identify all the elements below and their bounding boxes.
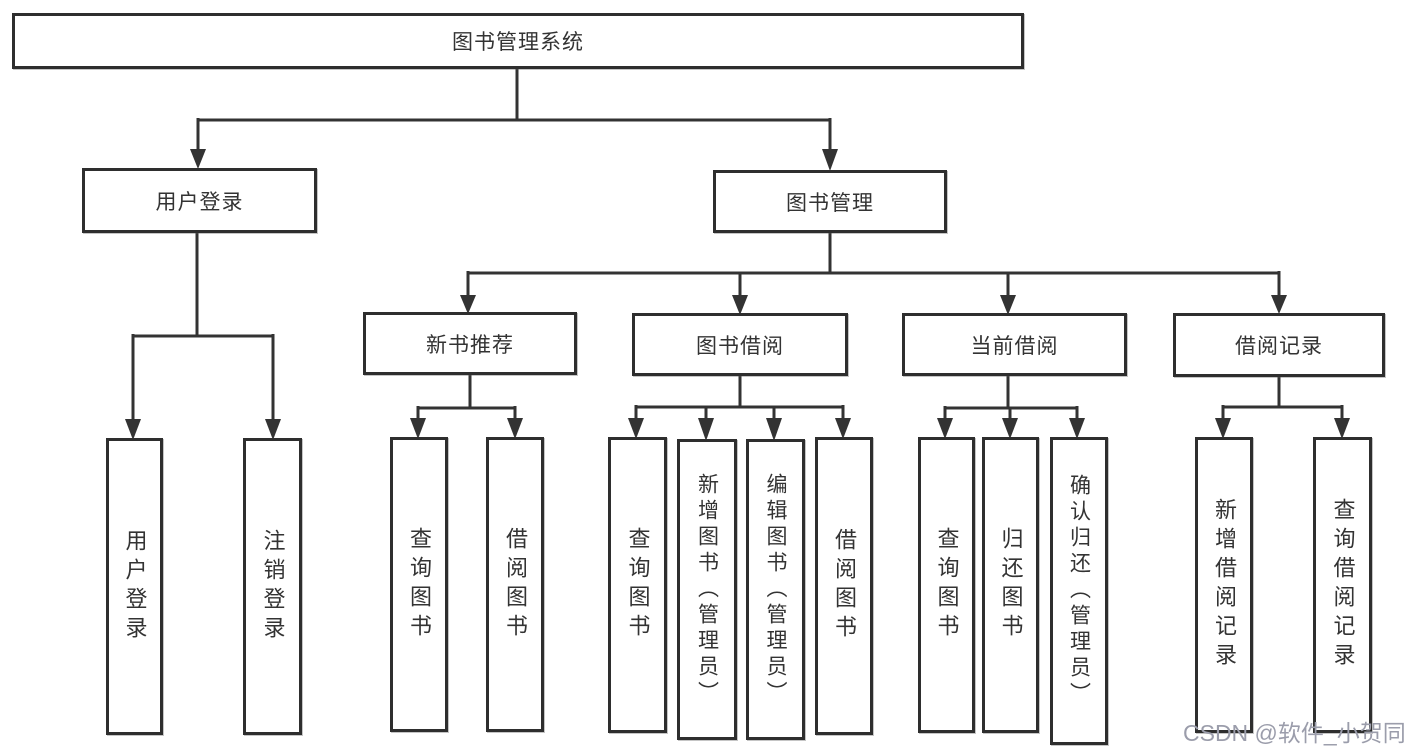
leaf-user-login: 用户登录 — [106, 438, 163, 735]
arrowhead-icon — [1271, 295, 1287, 314]
arrowhead-icon — [190, 149, 206, 169]
tree-book-borrow-connector — [628, 376, 851, 441]
arrowhead-icon — [1002, 418, 1018, 439]
node-borrowing-records: 借阅记录 — [1173, 313, 1385, 377]
node-label: 查询图书 — [934, 527, 960, 643]
arrowhead-icon — [460, 295, 476, 314]
node-label: 借阅图书 — [832, 528, 857, 644]
tree-new-book-connector — [410, 375, 523, 439]
leaf-return-books: 归还图书 — [982, 437, 1039, 733]
arrowhead-icon — [822, 149, 838, 171]
node-user-login: 用户登录 — [82, 168, 317, 233]
tree-borrow-records-connector — [1215, 377, 1350, 439]
leaf-query-books: 查询图书 — [608, 437, 667, 733]
arrowhead-icon — [732, 295, 748, 315]
tree-current-borrow-connector — [937, 376, 1085, 439]
node-current-borrowing: 当前借阅 — [902, 313, 1127, 376]
node-label: 新增借阅记录 — [1212, 498, 1237, 672]
node-label: 新书推荐 — [426, 333, 514, 357]
arrowhead-icon — [628, 418, 644, 439]
arrowhead-icon — [507, 418, 523, 439]
leaf-add-borrow-record: 新增借阅记录 — [1195, 437, 1253, 733]
arrowhead-icon — [1334, 418, 1350, 439]
tree-root-connector — [190, 69, 838, 171]
arrowhead-icon — [937, 418, 953, 439]
node-label: 借阅图书 — [503, 526, 528, 643]
leaf-edit-book-admin: 编辑图书（管理员） — [746, 439, 805, 740]
node-label: 确认归还（管理员） — [1067, 474, 1091, 708]
arrowhead-icon — [1069, 418, 1085, 439]
csdn-watermark: CSDN @软件_小贺同学 — [1183, 720, 1405, 746]
node-label: 图书管理 — [786, 191, 874, 215]
leaf-logout: 注销登录 — [243, 438, 302, 735]
leaf-query-books: 查询图书 — [918, 437, 975, 733]
node-book-management: 图书管理 — [713, 170, 947, 233]
node-label: 借阅记录 — [1235, 335, 1323, 358]
node-new-book-recommendation: 新书推荐 — [363, 312, 577, 375]
node-label: 查询借阅记录 — [1330, 498, 1356, 672]
node-book-borrowing: 图书借阅 — [632, 313, 848, 376]
node-label: 查询图书 — [407, 526, 432, 643]
node-library-management-system: 图书管理系统 — [12, 13, 1024, 69]
arrowhead-icon — [698, 418, 714, 441]
leaf-add-book-admin: 新增图书（管理员） — [677, 439, 737, 740]
leaf-borrow-books: 借阅图书 — [815, 437, 873, 735]
node-label: 新增图书（管理员） — [695, 472, 719, 707]
leaf-query-borrow-record: 查询借阅记录 — [1313, 437, 1372, 733]
tree-login-connector — [125, 233, 281, 440]
leaf-confirm-return-admin: 确认归还（管理员） — [1050, 437, 1108, 745]
arrowhead-icon — [766, 418, 782, 441]
leaf-borrow-books: 借阅图书 — [486, 437, 544, 732]
node-label: 归还图书 — [998, 527, 1024, 643]
tree-book-management-connector — [460, 233, 1287, 315]
arrowhead-icon — [1215, 418, 1231, 439]
arrowhead-icon — [1000, 295, 1016, 315]
node-label: 图书管理系统 — [452, 31, 584, 54]
arrowhead-icon — [410, 418, 426, 439]
node-label: 用户登录 — [122, 528, 148, 645]
arrowhead-icon — [125, 419, 141, 440]
node-label: 图书借阅 — [696, 334, 784, 358]
node-label: 编辑图书（管理员） — [764, 472, 787, 707]
node-label: 查询图书 — [625, 527, 651, 643]
leaf-query-books: 查询图书 — [390, 437, 448, 732]
arrowhead-icon — [265, 419, 281, 440]
arrowhead-icon — [835, 418, 851, 439]
node-label: 用户登录 — [155, 190, 244, 214]
node-label: 注销登录 — [260, 528, 286, 645]
node-label: 当前借阅 — [970, 334, 1059, 358]
